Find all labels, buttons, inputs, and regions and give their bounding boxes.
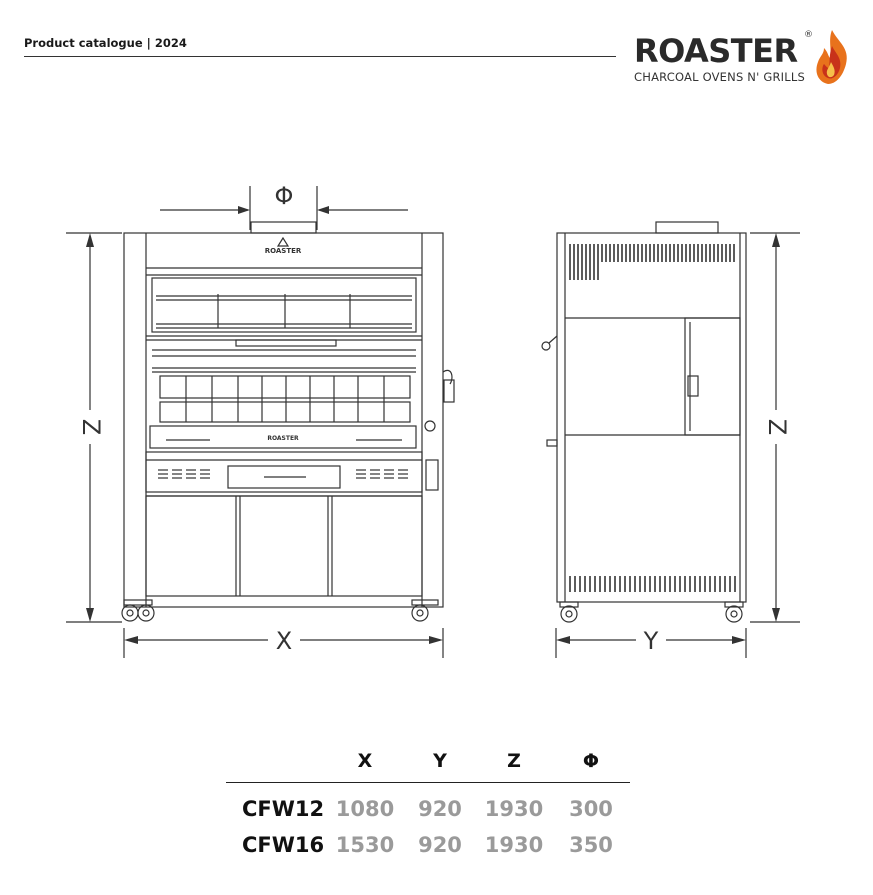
- phi-cell: 350: [569, 833, 613, 857]
- header-divider: [24, 56, 616, 57]
- front-view: ROASTER: [121, 221, 455, 622]
- table-row: CFW16 1530 920 1930 350: [226, 827, 630, 863]
- brand-name: ROASTER: [634, 32, 798, 70]
- header-x: X: [326, 740, 404, 783]
- header-z: Z: [476, 740, 552, 783]
- side-vents-top: [569, 244, 735, 280]
- z-label-side: Z: [763, 419, 791, 435]
- z-cell: 1930: [484, 833, 544, 857]
- z-label-front: Z: [77, 419, 105, 435]
- side-view: [541, 221, 747, 623]
- table-row: CFW12 1080 920 1930 300: [226, 783, 630, 828]
- header-y: Y: [404, 740, 476, 783]
- model-cell: CFW16: [242, 833, 325, 857]
- spec-table-header: X Y Z Φ: [226, 740, 630, 783]
- phi-label: Φ: [275, 182, 294, 210]
- registered-mark: ®: [804, 30, 813, 40]
- phi-cell: 300: [569, 797, 613, 821]
- catalogue-header-label: Product catalogue | 2024: [24, 36, 187, 50]
- side-casters: [559, 601, 744, 623]
- y-cell: 920: [418, 797, 462, 821]
- technical-drawing: Φ Z X ROASTER: [66, 182, 800, 658]
- side-vents-bottom: [569, 576, 736, 592]
- z-cell: 1930: [484, 797, 544, 821]
- z-dimension-front: Z: [66, 232, 122, 623]
- header-phi: Φ: [552, 740, 630, 783]
- y-cell: 920: [418, 833, 462, 857]
- brand-tagline: CHARCOAL OVENS N' GRILLS: [634, 70, 805, 84]
- brand-logo: ROASTER ® CHARCOAL OVENS N' GRILLS: [630, 28, 855, 90]
- model-cell: CFW12: [242, 797, 325, 821]
- phi-dimension: Φ: [160, 182, 408, 230]
- vent-slots-left: [158, 469, 210, 479]
- x-label: X: [276, 627, 292, 655]
- x-cell: 1530: [335, 833, 395, 857]
- x-dimension: X: [123, 627, 444, 658]
- spit-skewers: [185, 376, 385, 422]
- z-dimension-side: Z: [750, 232, 800, 623]
- front-badge-lower: ROASTER: [267, 435, 299, 442]
- vent-slots-right: [356, 469, 408, 479]
- flame-icon: [816, 30, 847, 84]
- front-casters: [121, 599, 439, 622]
- x-cell: 1080: [335, 797, 395, 821]
- y-label: Y: [643, 627, 659, 655]
- y-dimension: Y: [555, 627, 747, 658]
- header-model: [226, 740, 326, 783]
- front-badge: ROASTER: [265, 247, 302, 255]
- spec-table: X Y Z Φ CFW12 1080 920 1930 300 CFW16 15…: [226, 740, 630, 863]
